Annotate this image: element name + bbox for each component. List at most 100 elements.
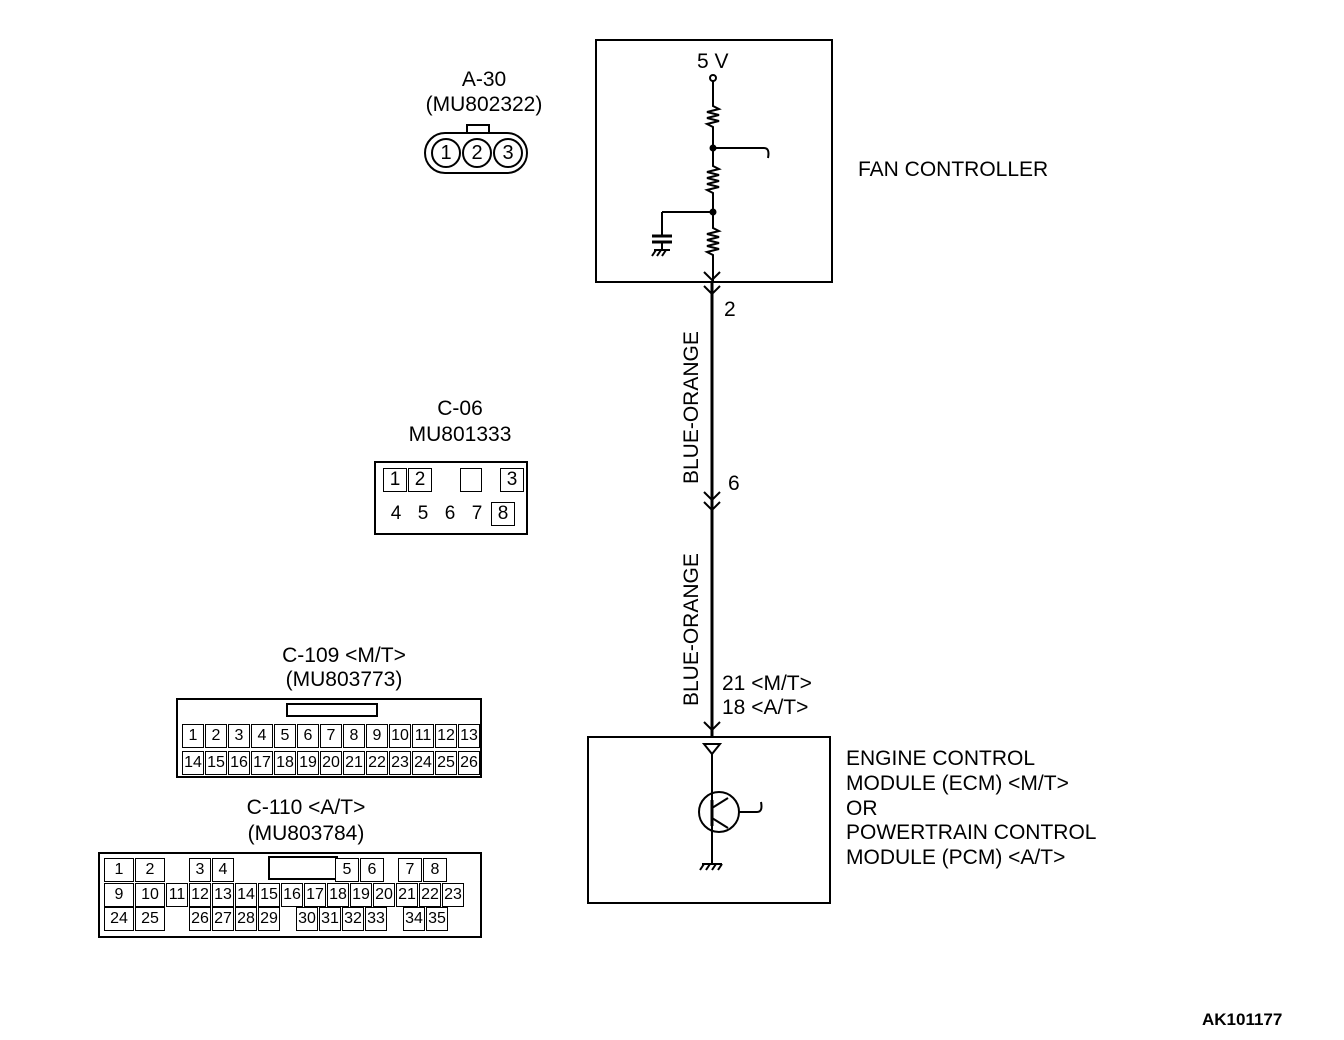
connector-pin: 28 — [235, 907, 257, 931]
wire-color-upper: BLUE-ORANGE — [680, 331, 703, 484]
connector-pin: 13 — [212, 883, 234, 907]
connector-pin: 29 — [258, 907, 280, 931]
connector-pin: 21 — [343, 751, 365, 775]
connector-pin: 26 — [189, 907, 211, 931]
c06-pin: 8 — [491, 502, 515, 526]
connector-pin-gap — [285, 858, 309, 882]
supply-terminal — [709, 74, 717, 100]
connector-mark-mid-2 — [703, 501, 721, 512]
connector-pin: 30 — [296, 907, 318, 931]
c110-label: C-110 <A/T> — [246, 796, 366, 819]
connector-pin-gap — [235, 858, 259, 882]
connector-pin: 21 — [396, 883, 418, 907]
connector-pin: 13 — [458, 724, 480, 748]
connector-pin: 24 — [104, 907, 134, 931]
ecm-input — [701, 743, 723, 784]
connector-pin: 20 — [373, 883, 395, 907]
ecm-label-line-3: OR — [846, 797, 878, 820]
connector-pin: 16 — [228, 751, 250, 775]
c06-pin-empty — [460, 468, 482, 492]
fan-controller-label: FAN CONTROLLER — [858, 158, 1049, 181]
c06-part-number: MU801333 — [408, 423, 512, 446]
c06-row-2: 4 5 6 7 8 — [383, 502, 516, 526]
c06-connector — [374, 461, 528, 535]
pin-number-mid: 6 — [728, 472, 740, 495]
connector-mark-mid-1 — [703, 491, 721, 502]
connector-pin-gap — [166, 858, 188, 882]
connector-pin: 27 — [212, 907, 234, 931]
connector-pin: 5 — [274, 724, 296, 748]
connector-pin: 5 — [335, 858, 359, 882]
capacitor-ground — [651, 208, 717, 257]
connector-pin: 8 — [343, 724, 365, 748]
connector-pin: 11 — [412, 724, 434, 748]
c06-pin: 5 — [417, 503, 429, 524]
a30-latch — [466, 124, 490, 134]
resistor-2 — [704, 148, 722, 212]
connector-pin: 1 — [182, 724, 204, 748]
connector-pin: 9 — [366, 724, 388, 748]
c06-pin: 7 — [471, 503, 483, 524]
resistor-3 — [704, 212, 722, 282]
connector-mark-top-1 — [703, 271, 721, 282]
connector-pin: 22 — [419, 883, 441, 907]
connector-pin: 6 — [297, 724, 319, 748]
connector-pin: 23 — [442, 883, 464, 907]
connector-pin-gap — [260, 858, 284, 882]
ecm-label-line-2: MODULE (ECM) <M/T> — [846, 772, 1069, 795]
connector-pin: 6 — [360, 858, 384, 882]
connector-pin: 31 — [319, 907, 341, 931]
a30-pin-2: 2 — [462, 138, 492, 168]
c06-pin: 6 — [444, 503, 456, 524]
c109-connector — [176, 698, 482, 778]
ecm-label-line-1: ENGINE CONTROL — [846, 747, 1036, 770]
connector-pin: 25 — [435, 751, 457, 775]
connector-pin: 3 — [189, 858, 211, 882]
connector-pin: 35 — [426, 907, 448, 931]
connector-pin-gap — [281, 907, 295, 931]
connector-pin: 3 — [228, 724, 250, 748]
connector-mark-top-2 — [703, 285, 721, 296]
connector-pin: 15 — [258, 883, 280, 907]
connector-pin: 26 — [458, 751, 480, 775]
connector-pin: 18 — [274, 751, 296, 775]
a30-pin-3: 3 — [493, 138, 523, 168]
connector-pin: 11 — [166, 883, 188, 907]
c06-pin: 3 — [500, 468, 524, 492]
supply-voltage-label: 5 V — [697, 50, 729, 73]
connector-pin: 2 — [135, 858, 165, 882]
c06-row-1: 1 2 3 — [383, 468, 525, 492]
a30-pin-1: 1 — [431, 138, 461, 168]
connector-pin-gap — [385, 858, 397, 882]
connector-pin: 18 — [327, 883, 349, 907]
connector-pin: 1 — [104, 858, 134, 882]
connector-pin: 17 — [304, 883, 326, 907]
connector-pin: 4 — [251, 724, 273, 748]
ecm-pin-mt: 21 <M/T> — [722, 672, 812, 695]
tap-line — [709, 144, 770, 159]
connector-pin: 7 — [398, 858, 422, 882]
c06-pin: 4 — [390, 503, 402, 524]
connector-pin: 2 — [205, 724, 227, 748]
connector-pin: 12 — [435, 724, 457, 748]
c06-label: C-06 — [437, 397, 483, 420]
c109-latch — [286, 703, 378, 717]
ecm-label-line-5: MODULE (PCM) <A/T> — [846, 846, 1066, 869]
connector-pin: 8 — [423, 858, 447, 882]
connector-pin: 22 — [366, 751, 388, 775]
c110-part-number: (MU803784) — [247, 822, 365, 845]
connector-pin: 14 — [235, 883, 257, 907]
connector-pin: 4 — [212, 858, 234, 882]
wire-color-lower: BLUE-ORANGE — [680, 553, 703, 706]
connector-pin: 25 — [135, 907, 165, 931]
connector-pin: 19 — [297, 751, 319, 775]
connector-pin: 17 — [251, 751, 273, 775]
resistor-1 — [704, 100, 722, 148]
c06-pin-gap — [483, 468, 499, 492]
c109-label: C-109 <M/T> — [282, 644, 406, 667]
